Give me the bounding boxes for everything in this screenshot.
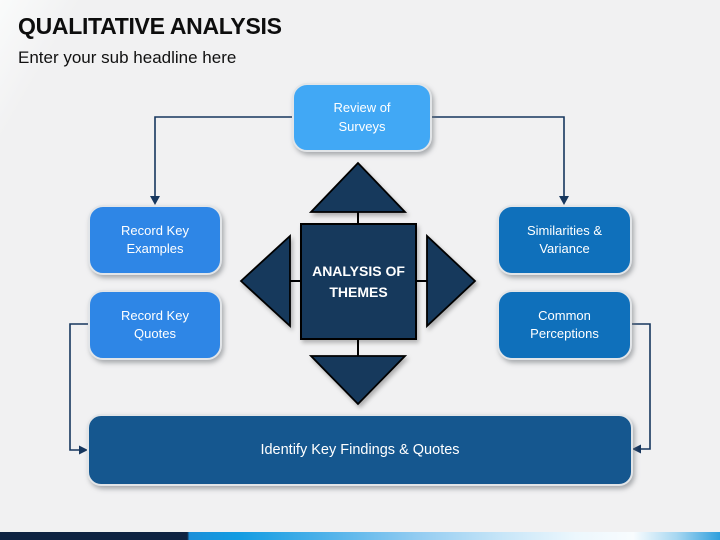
identify-key-findings-label: Identify Key Findings & Quotes (260, 441, 460, 458)
identify-key-findings-bar: Identify Key Findings & Quotes (87, 414, 633, 486)
arrow-right-icon (79, 445, 88, 455)
connector-top-right (428, 116, 565, 197)
analysis-of-themes-label: ANALYSIS OF THEMES (312, 263, 405, 300)
common-perceptions-label: Common Perceptions (530, 307, 599, 341)
connector-bottom-left (69, 323, 88, 451)
similarities-variance-label: Similarities & Variance (526, 222, 603, 256)
record-key-examples-label: Record Key Examples (121, 222, 189, 256)
arrow-left-icon (632, 444, 641, 454)
triangle-down-icon (308, 355, 408, 406)
arrow-down-left-icon (150, 196, 160, 205)
page-subtitle: Enter your sub headline here (18, 48, 237, 67)
triangle-up-icon (308, 161, 408, 213)
record-key-examples-box: Record Key Examples (88, 205, 222, 275)
review-of-surveys-box: Review of Surveys (292, 83, 432, 152)
record-key-quotes-label: Record Key Quotes (121, 307, 189, 341)
common-perceptions-box: Common Perceptions (497, 290, 632, 360)
connector-top-left (154, 116, 292, 197)
review-of-surveys-label: Review of Surveys (333, 100, 391, 134)
similarities-variance-box: Similarities & Variance (497, 205, 632, 275)
bottom-gradient-strip (0, 532, 720, 540)
record-key-quotes-box: Record Key Quotes (88, 290, 222, 360)
page-title: QUALITATIVE ANALYSIS (18, 13, 282, 39)
triangle-left-icon (239, 233, 291, 329)
connector-bottom-right (632, 323, 651, 450)
triangle-right-icon (426, 233, 477, 329)
analysis-of-themes-square: ANALYSIS OF THEMES (300, 223, 417, 340)
arrow-down-right-icon (559, 196, 569, 205)
